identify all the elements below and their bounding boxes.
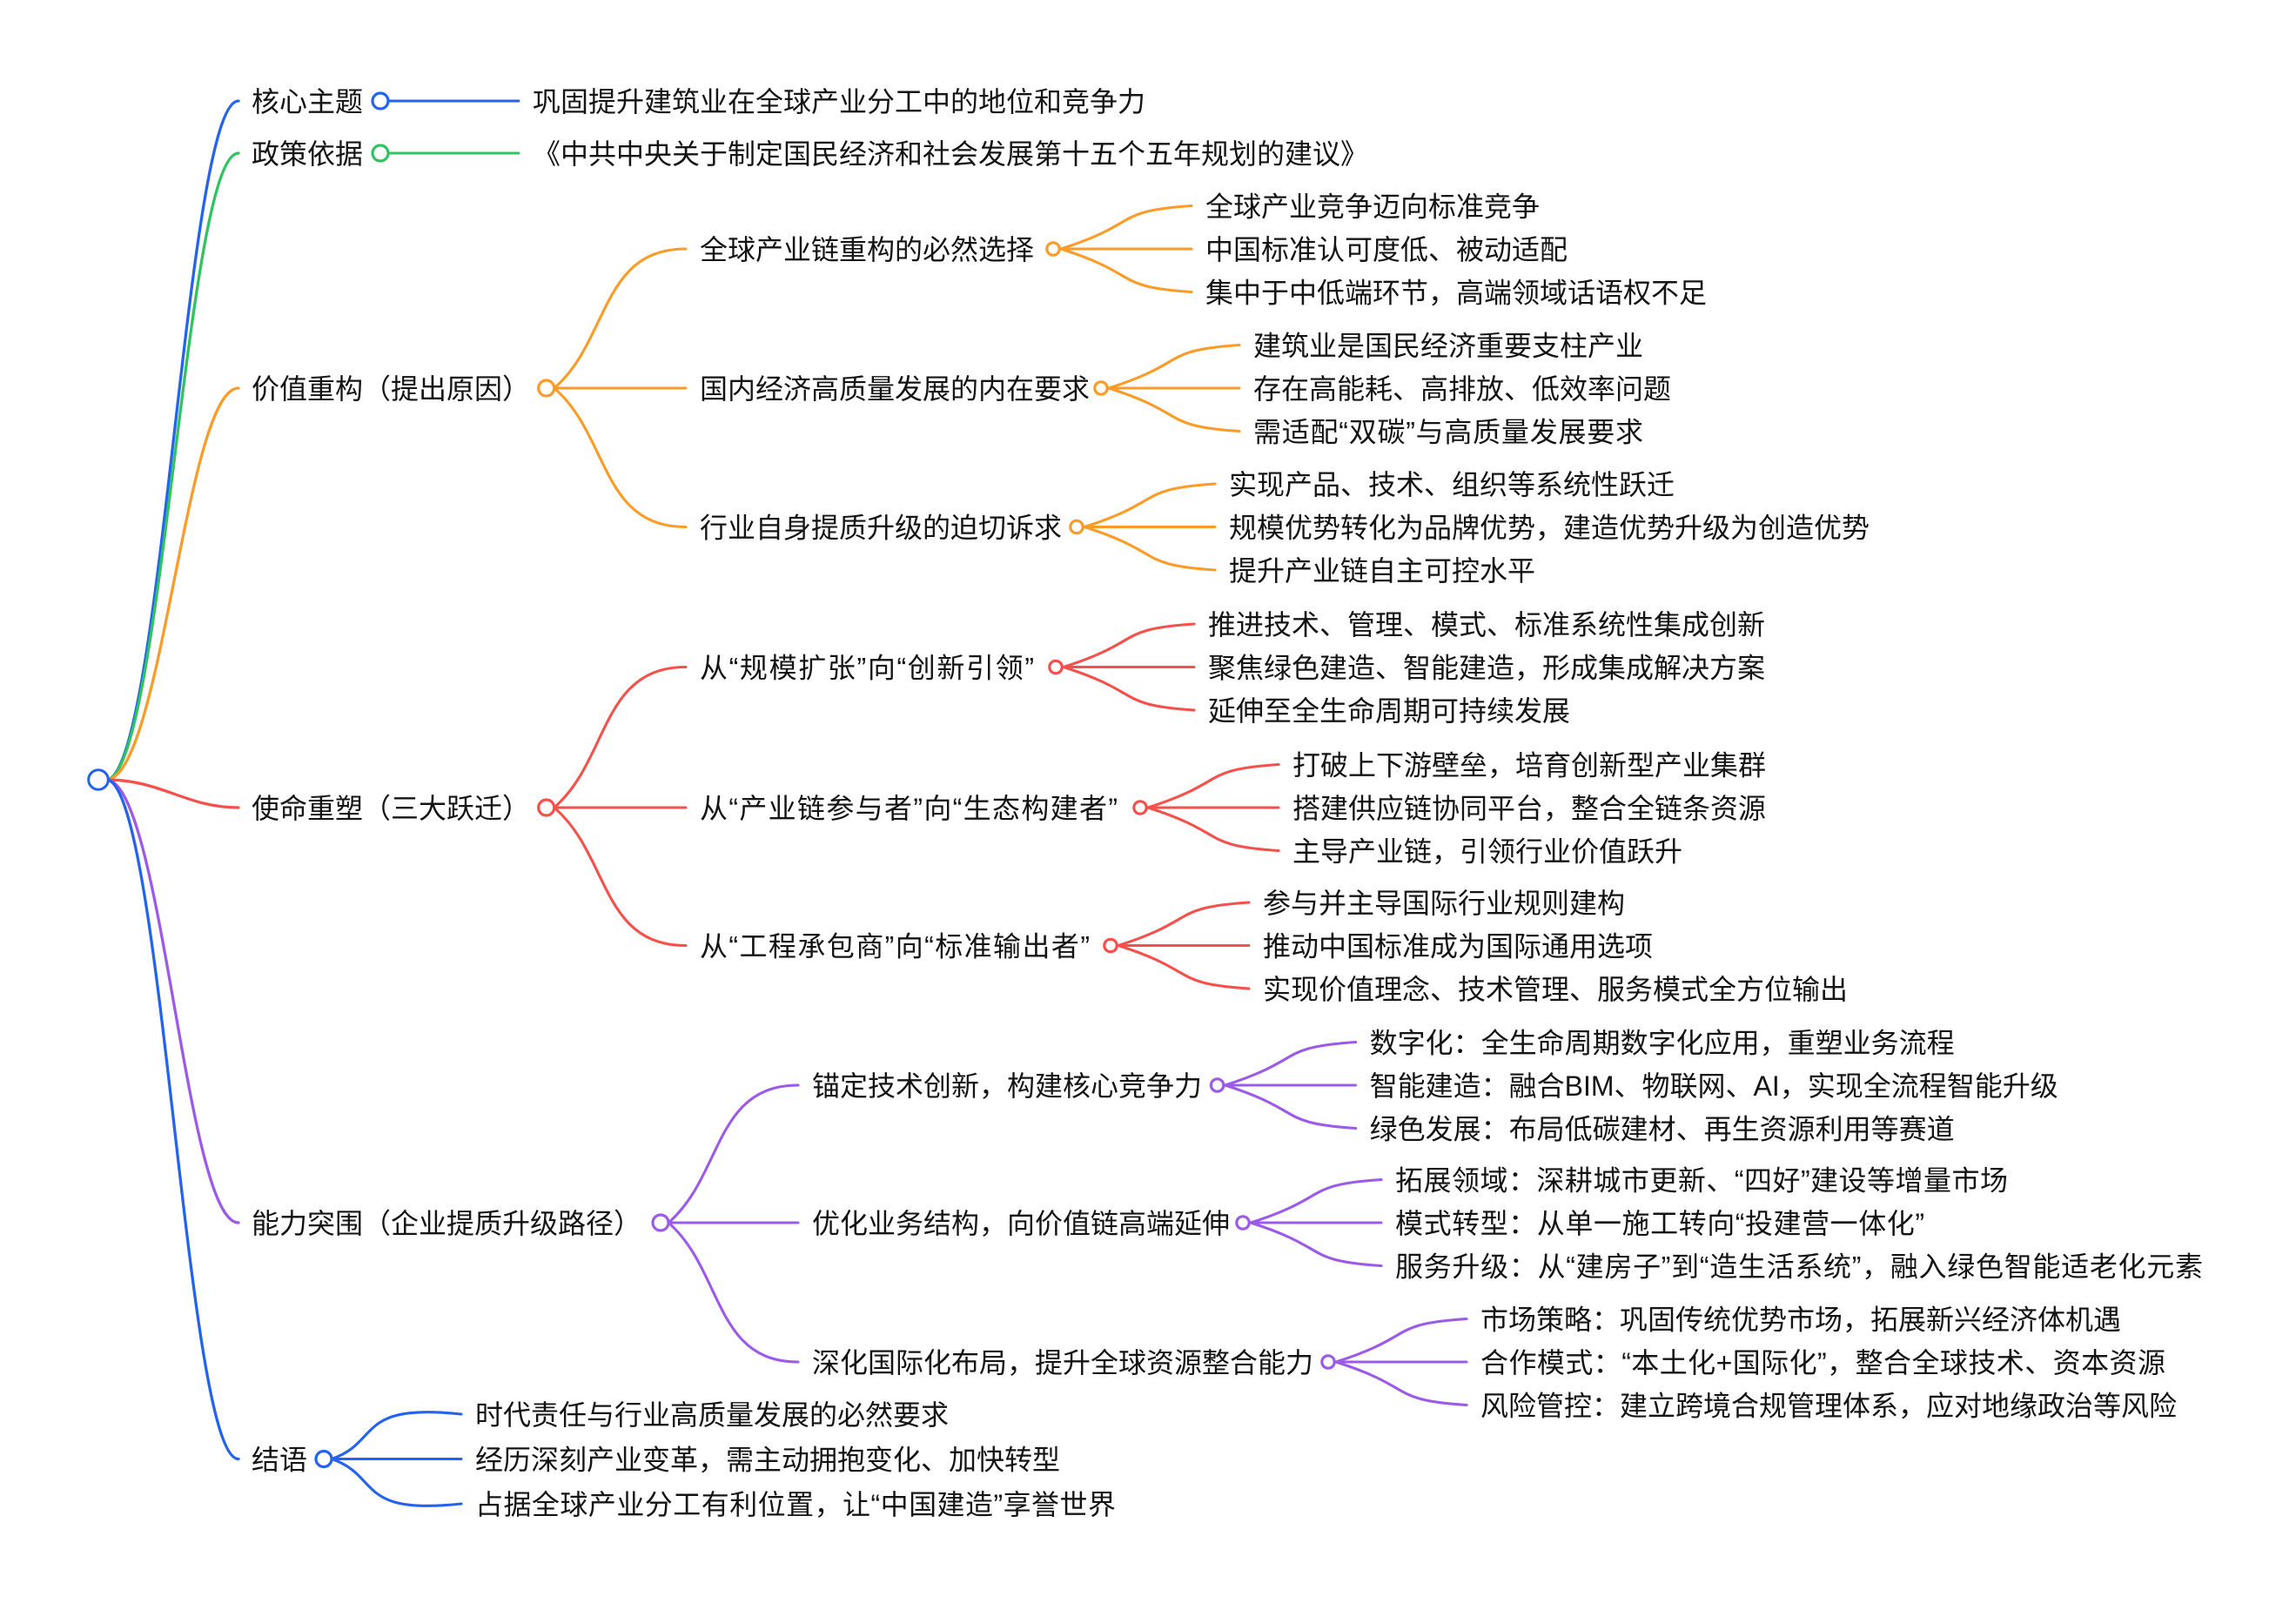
svg-text:智能建造：融合BIM、物联网、AI，实现全流程智能升级: 智能建造：融合BIM、物联网、AI，实现全流程智能升级 [1370,1070,2058,1102]
svg-text:深化国际化布局，提升全球资源整合能力: 深化国际化布局，提升全球资源整合能力 [812,1347,1313,1378]
svg-text:推进技术、管理、模式、标准系统性集成创新: 推进技术、管理、模式、标准系统性集成创新 [1208,609,1765,641]
svg-text:集中于中低端环节，高端领域话语权不足: 集中于中低端环节，高端领域话语权不足 [1205,278,1707,309]
svg-text:绿色发展：布局低碳建材、再生资源利用等赛道: 绿色发展：布局低碳建材、再生资源利用等赛道 [1370,1114,1955,1145]
svg-text:锚定技术创新，构建核心竞争力: 锚定技术创新，构建核心竞争力 [812,1070,1202,1102]
svg-text:实现价值理念、技术管理、服务模式全方位输出: 实现价值理念、技术管理、服务模式全方位输出 [1263,974,1848,1005]
svg-text:实现产品、技术、组织等系统性跃迁: 实现产品、技术、组织等系统性跃迁 [1229,469,1675,500]
svg-text:存在高能耗、高排放、低效率问题: 存在高能耗、高排放、低效率问题 [1253,373,1671,405]
svg-text:占据全球产业分工有利位置，让“中国建造”享誉世界: 占据全球产业分工有利位置，让“中国建造”享誉世界 [475,1489,1116,1520]
svg-text:市场策略：巩固传统优势市场，拓展新兴经济体机遇: 市场策略：巩固传统优势市场，拓展新兴经济体机遇 [1480,1305,2121,1336]
svg-text:价值重构（提出原因）: 价值重构（提出原因） [252,373,530,405]
svg-text:结语: 结语 [252,1445,307,1476]
svg-text:核心主题: 核心主题 [252,86,363,117]
svg-text:参与并主导国际行业规则建构: 参与并主导国际行业规则建构 [1263,888,1625,919]
svg-text:国内经济高质量发展的内在要求: 国内经济高质量发展的内在要求 [700,373,1090,405]
svg-text:合作模式：“本土化+国际化”，整合全球技术、资本资源: 合作模式：“本土化+国际化”，整合全球技术、资本资源 [1480,1347,2165,1378]
svg-text:政策依据: 政策依据 [252,138,363,170]
svg-text:经历深刻产业变革，需主动拥抱变化、加快转型: 经历深刻产业变革，需主动拥抱变化、加快转型 [475,1445,1060,1476]
svg-text:数字化：全生命周期数字化应用，重塑业务流程: 数字化：全生命周期数字化应用，重塑业务流程 [1370,1028,1955,1059]
svg-text:服务升级：从“建房子”到“造生活系统”，融入绿色智能适老化元: 服务升级：从“建房子”到“造生活系统”，融入绿色智能适老化元素 [1395,1251,2203,1283]
svg-text:主导产业链，引领行业价值跃升: 主导产业链，引领行业价值跃升 [1292,836,1682,868]
svg-text:巩固提升建筑业在全球产业分工中的地位和竞争力: 巩固提升建筑业在全球产业分工中的地位和竞争力 [533,86,1145,117]
svg-text:延伸至全生命周期可持续发展: 延伸至全生命周期可持续发展 [1208,695,1570,727]
svg-text:从“工程承包商”向“标准输出者”: 从“工程承包商”向“标准输出者” [700,931,1090,962]
svg-text:规模优势转化为品牌优势，建造优势升级为创造优势: 规模优势转化为品牌优势，建造优势升级为创造优势 [1229,513,1870,544]
svg-text:行业自身提质升级的迫切诉求: 行业自身提质升级的迫切诉求 [700,513,1062,544]
svg-text:中国标准认可度低、被动适配: 中国标准认可度低、被动适配 [1205,234,1568,265]
svg-text:风险管控：建立跨境合规管理体系，应对地缘政治等风险: 风险管控：建立跨境合规管理体系，应对地缘政治等风险 [1480,1391,2177,1422]
svg-text:推动中国标准成为国际通用选项: 推动中国标准成为国际通用选项 [1263,931,1653,962]
svg-text:拓展领域：深耕城市更新、“四好”建设等增量市场: 拓展领域：深耕城市更新、“四好”建设等增量市场 [1395,1165,2008,1197]
svg-text:能力突围（企业提质升级路径）: 能力突围（企业提质升级路径） [252,1208,641,1239]
svg-text:需适配“双碳”与高质量发展要求: 需适配“双碳”与高质量发展要求 [1253,417,1643,448]
svg-text:打破上下游壁垒，培育创新型产业集群: 打破上下游壁垒，培育创新型产业集群 [1292,750,1766,781]
svg-text:优化业务结构，向价值链高端延伸: 优化业务结构，向价值链高端延伸 [812,1208,1230,1239]
svg-text:提升产业链自主可控水平: 提升产业链自主可控水平 [1229,555,1535,587]
svg-text:全球产业竞争迈向标准竞争: 全球产业竞争迈向标准竞争 [1205,191,1540,223]
svg-text:全球产业链重构的必然选择: 全球产业链重构的必然选择 [700,234,1034,265]
svg-text:《中共中央关于制定国民经济和社会发展第十五个五年规划的建议》: 《中共中央关于制定国民经济和社会发展第十五个五年规划的建议》 [533,138,1368,170]
svg-text:模式转型：从单一施工转向“投建营一体化”: 模式转型：从单一施工转向“投建营一体化” [1395,1208,1924,1239]
svg-text:聚焦绿色建造、智能建造，形成集成解决方案: 聚焦绿色建造、智能建造，形成集成解决方案 [1208,653,1765,684]
svg-text:建筑业是国民经济重要支柱产业: 建筑业是国民经济重要支柱产业 [1253,331,1643,362]
svg-text:时代责任与行业高质量发展的必然要求: 时代责任与行业高质量发展的必然要求 [475,1399,949,1431]
svg-text:从“规模扩张”向“创新引领”: 从“规模扩张”向“创新引领” [700,653,1034,684]
svg-text:搭建供应链协同平台，整合全链条资源: 搭建供应链协同平台，整合全链条资源 [1292,793,1766,824]
svg-text:从“产业链参与者”向“生态构建者”: 从“产业链参与者”向“生态构建者” [700,793,1118,824]
svg-text:使命重塑（三大跃迁）: 使命重塑（三大跃迁） [252,793,530,824]
